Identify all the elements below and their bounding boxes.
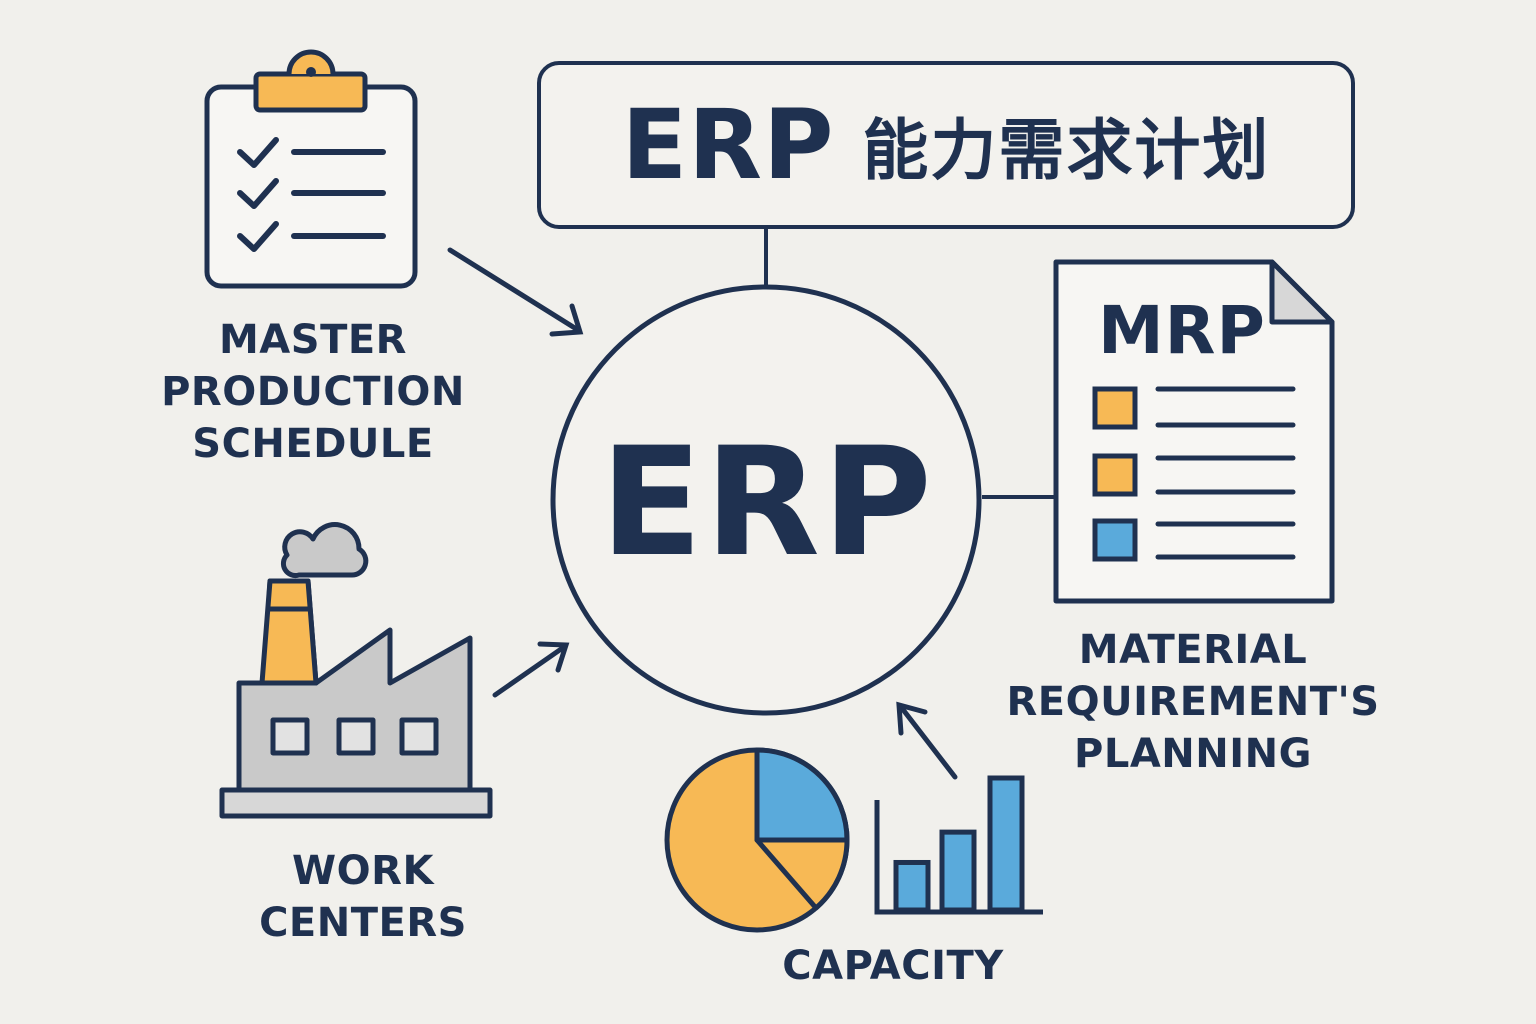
label-master-production-schedule: MASTER PRODUCTION SCHEDULE [161,317,465,467]
capacity-pie-icon [664,747,850,933]
mrp-checklist [1092,386,1138,562]
clipboard-icon [204,49,418,289]
erp-center-label: ERP [600,416,934,590]
mrp-document-icon [1053,259,1335,604]
capacity-bar [893,859,931,913]
erp-circle [550,284,982,716]
arrow-from-capacity [896,701,958,780]
title-en: ERP [621,89,835,201]
label-capacity: CAPACITY [782,943,1004,989]
capacity-bar-icon [874,775,1043,915]
mrp-title: MRP [1098,292,1266,369]
title-zh: 能力需求计划 [862,112,1271,189]
arrow-from-work-centers [492,641,570,698]
capacity-bar [939,829,977,913]
label-material-requirements-planning: MATERIAL REQUIREMENT'S PLANNING [1006,627,1380,777]
label-work-centers: WORK CENTERS [259,848,467,946]
factory-icon [219,522,493,819]
capacity-bar [987,775,1025,913]
title-box: ERP 能力需求计划 [537,61,1355,229]
arrow-from-schedule [447,247,584,337]
